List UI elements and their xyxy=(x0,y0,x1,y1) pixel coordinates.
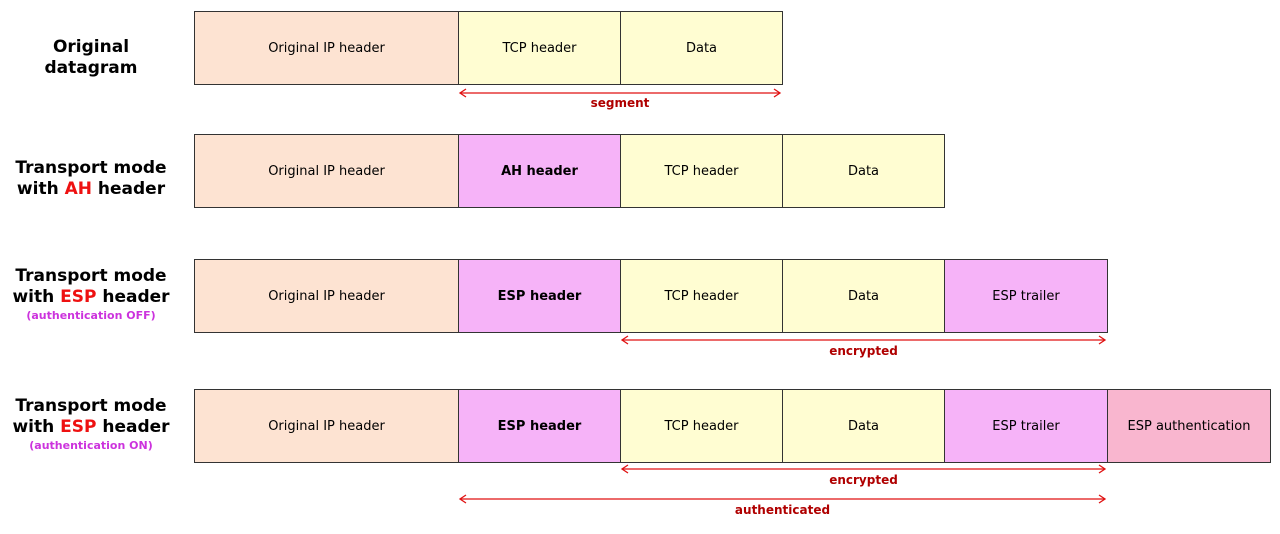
packet-block-tcp-header: TCP header xyxy=(620,134,783,208)
packet-block-esp-header: ESP header xyxy=(458,389,621,463)
packet-block-original-ip-header: Original IP header xyxy=(194,11,459,85)
packet-block-data: Data xyxy=(782,389,945,463)
row-label-protocol: ESP xyxy=(60,287,97,307)
row-label-line1: Original datagram xyxy=(44,37,138,78)
packet-block-ah-header: AH header xyxy=(458,134,621,208)
row-label-protocol: AH xyxy=(64,179,92,199)
row-label-original: Original datagram xyxy=(6,37,176,79)
packet-block-esp-trailer: ESP trailer xyxy=(944,389,1108,463)
double-arrow-icon xyxy=(458,494,1107,504)
row-label-prefix: with xyxy=(12,417,61,437)
segment-span-label: segment xyxy=(590,96,650,110)
packet-block-tcp-header: TCP header xyxy=(458,11,621,85)
double-arrow-icon xyxy=(620,335,1107,345)
row-label-line1: Transport mode xyxy=(15,266,167,286)
packet-block-original-ip-header: Original IP header xyxy=(194,389,459,463)
double-arrow-icon xyxy=(620,464,1107,474)
row-label-suffix: header xyxy=(96,417,170,437)
row-label-note: (authentication ON) xyxy=(29,439,153,452)
packet-block-data: Data xyxy=(782,259,945,333)
row-label-prefix: with xyxy=(12,287,61,307)
packet-block-data: Data xyxy=(620,11,783,85)
row-label-line1: Transport mode xyxy=(15,396,167,416)
packet-block-tcp-header: TCP header xyxy=(620,259,783,333)
packet-block-original-ip-header: Original IP header xyxy=(194,134,459,208)
encrypted-span-label: encrypted xyxy=(829,344,898,358)
double-arrow-icon xyxy=(458,88,782,98)
row-label-suffix: header xyxy=(96,287,170,307)
packet-block-esp-header: ESP header xyxy=(458,259,621,333)
row-label-protocol: ESP xyxy=(60,417,97,437)
encrypted-span-label: encrypted xyxy=(829,473,898,487)
row-label-line1: Transport mode xyxy=(15,158,167,178)
packet-block-esp-authentication: ESP authentication xyxy=(1107,389,1271,463)
packet-block-esp-trailer: ESP trailer xyxy=(944,259,1108,333)
packet-block-original-ip-header: Original IP header xyxy=(194,259,459,333)
packet-block-tcp-header: TCP header xyxy=(620,389,783,463)
row-label-prefix: with xyxy=(16,179,65,199)
row-label-suffix: header xyxy=(91,179,166,199)
authenticated-span-label: authenticated xyxy=(734,503,831,517)
row-label-note: (authentication OFF) xyxy=(26,309,156,322)
packet-block-data: Data xyxy=(782,134,945,208)
